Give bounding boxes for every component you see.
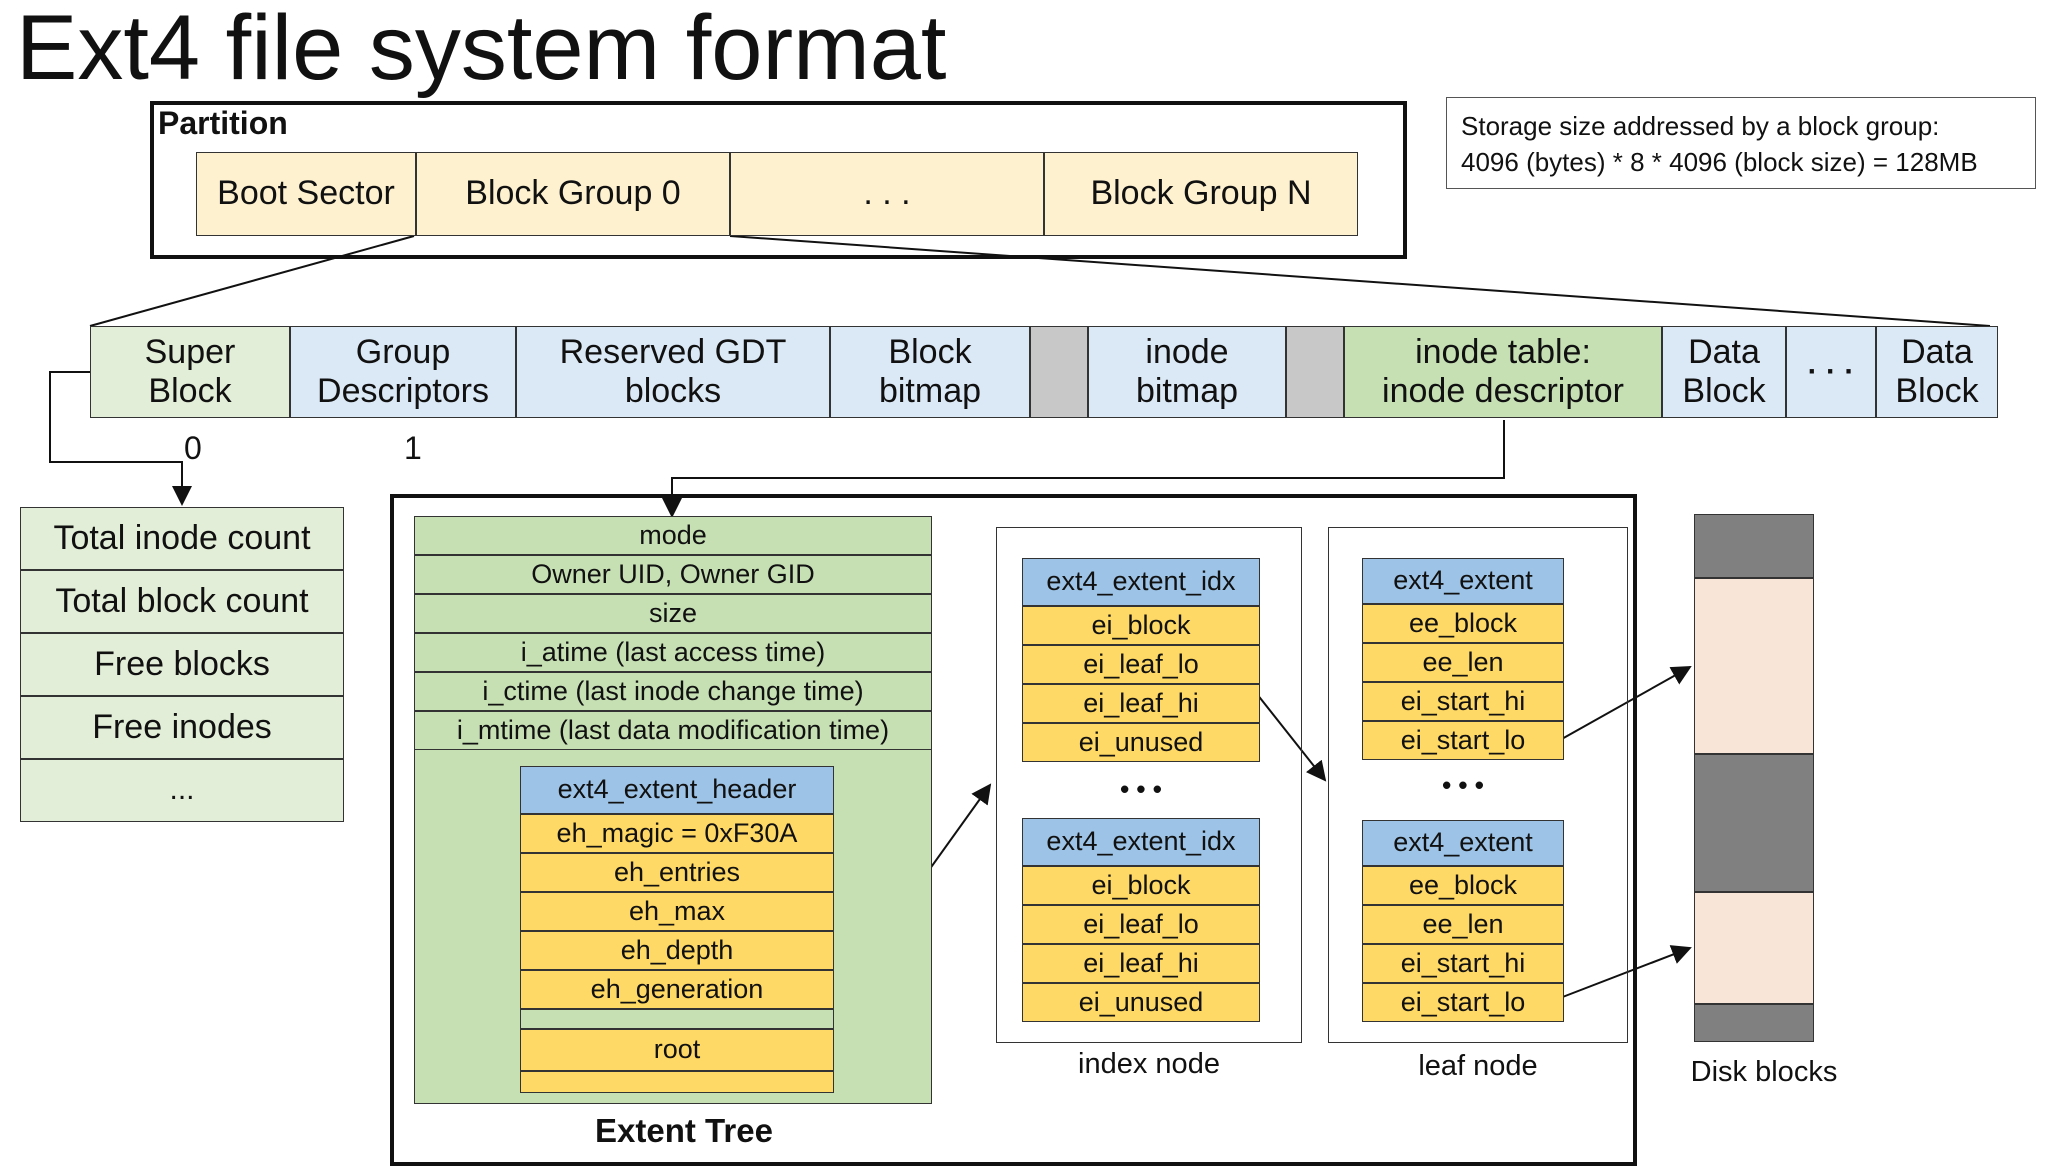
extent-header-field: eh_entries (520, 853, 834, 892)
inode-bitmap: inode bitmap (1088, 326, 1286, 418)
disk-block-extent (1694, 892, 1814, 1004)
leaf-entry-field: ee_len (1362, 905, 1564, 944)
block-index-0: 0 (184, 430, 202, 466)
superblock-field: Total inode count (20, 507, 344, 570)
inode-table-line-2: inode descriptor (1382, 372, 1624, 410)
inode-field: size (414, 594, 932, 633)
data-block-2-line-1: Data (1901, 332, 1973, 371)
block-index-1: 1 (404, 430, 422, 466)
reserved-gdt-blocks: Reserved GDT blocks (516, 326, 830, 418)
data-block-1-line-2: Block (1682, 372, 1766, 410)
index-entry-title: ext4_extent_idx (1022, 818, 1260, 866)
extent-root-tail (520, 1071, 834, 1093)
extent-header-gap (520, 1009, 834, 1029)
leaf-entry-field: ei_start_hi (1362, 682, 1564, 721)
gap-block-2 (1286, 326, 1344, 418)
partition-frame: Partition (150, 101, 1407, 259)
block-bitmap-line-2: bitmap (878, 372, 982, 410)
reserved-gdt-line-2: blocks (624, 372, 722, 410)
index-entry-field: ei_leaf_lo (1022, 905, 1260, 944)
index-entry-title: ext4_extent_idx (1022, 558, 1260, 606)
leaf-to-disk-arrow-1 (1559, 666, 1692, 741)
leaf-entry-field: ee_block (1362, 604, 1564, 643)
superblock-arrow (49, 371, 192, 506)
inode-field: Owner UID, Owner GID (414, 555, 932, 594)
reserved-gdt-line-1: Reserved GDT (559, 332, 787, 371)
block-bitmap-line-1: Block (888, 332, 972, 371)
extent-header-field: eh_max (520, 892, 834, 931)
index-entry-field: ei_unused (1022, 983, 1260, 1022)
index-entry-field: ei_unused (1022, 723, 1260, 762)
super-block-line-2: Block (148, 372, 232, 410)
leaf-node-dots: • • • (1442, 770, 1484, 800)
extent-root: root (520, 1029, 834, 1071)
index-entry-field: ei_leaf_lo (1022, 645, 1260, 684)
inode-field: i_atime (last access time) (414, 633, 932, 672)
disk-block-used (1694, 754, 1814, 892)
index-entry-field: ei_leaf_hi (1022, 944, 1260, 983)
boot-sector: Boot Sector (196, 152, 416, 236)
superblock-field: Total block count (20, 570, 344, 633)
index-entry-field: ei_leaf_hi (1022, 684, 1260, 723)
superblock-field: ... (20, 759, 344, 822)
data-block-2-line-2: Block (1895, 372, 1979, 410)
extent-header-field: eh_generation (520, 970, 834, 1009)
leaf-entry-field: ee_block (1362, 866, 1564, 905)
data-block-2: Data Block (1876, 326, 1998, 418)
inode-field: i_ctime (last inode change time) (414, 672, 932, 711)
extent-header-field: eh_depth (520, 931, 834, 970)
extent-header-title: ext4_extent_header (520, 766, 834, 814)
inode-bitmap-line-2: bitmap (1135, 372, 1239, 410)
block-group-0: Block Group 0 (416, 152, 730, 236)
note-line-2: 4096 (bytes) * 8 * 4096 (block size) = 1… (1461, 147, 1978, 178)
group-descriptors-line-2: Descriptors (317, 372, 489, 410)
index-node-dots: • • • (1120, 774, 1162, 804)
zoom-line-left (89, 235, 415, 327)
disk-blocks-label: Disk blocks (1690, 1056, 1838, 1088)
disk-block-used (1694, 514, 1814, 578)
leaf-entry-field: ei_start_lo (1362, 983, 1564, 1022)
note-line-1: Storage size addressed by a block group: (1461, 111, 1940, 141)
data-block-dots: · · · (1786, 326, 1876, 418)
disk-block-used (1694, 1004, 1814, 1042)
gap-block-1 (1030, 326, 1088, 418)
inode-field: mode (414, 516, 932, 555)
index-node-label: index node (1078, 1048, 1220, 1080)
partition-dots: . . . (730, 152, 1044, 236)
extent-header-field: eh_magic = 0xF30A (520, 814, 834, 853)
index-entry-field: ei_block (1022, 866, 1260, 905)
block-group-n: Block Group N (1044, 152, 1358, 236)
inode-bitmap-line-1: inode (1145, 332, 1229, 371)
super-block: Super Block (90, 326, 290, 418)
block-group-size-note: Storage size addressed by a block group:… (1446, 97, 2036, 189)
leaf-entry-field: ee_len (1362, 643, 1564, 682)
disk-block-extent (1694, 578, 1814, 754)
partition-label: Partition (158, 105, 288, 141)
block-bitmap: Block bitmap (830, 326, 1030, 418)
data-block-1-line-1: Data (1688, 332, 1760, 371)
data-block-1: Data Block (1662, 326, 1786, 418)
inode-table: inode table: inode descriptor (1344, 326, 1662, 418)
zoom-line-right (729, 235, 1991, 327)
superblock-field: Free blocks (20, 633, 344, 696)
leaf-node-label: leaf node (1418, 1050, 1538, 1082)
leaf-entry-title: ext4_extent (1362, 820, 1564, 866)
page-title: Ext4 file system format (16, 0, 947, 99)
leaf-entry-title: ext4_extent (1362, 558, 1564, 604)
group-descriptors: Group Descriptors (290, 326, 516, 418)
inode-field: i_mtime (last data modification time) (414, 711, 932, 750)
extent-tree-label: Extent Tree (595, 1112, 773, 1149)
super-block-line-1: Super (144, 332, 236, 371)
group-descriptors-line-1: Group (355, 332, 451, 371)
leaf-node-frame (1328, 527, 1628, 1043)
leaf-to-disk-arrow-2 (1559, 945, 1692, 999)
index-node-frame (996, 527, 1302, 1043)
inode-table-line-1: inode table: (1415, 332, 1591, 371)
leaf-entry-field: ei_start_lo (1362, 721, 1564, 760)
leaf-entry-field: ei_start_hi (1362, 944, 1564, 983)
index-entry-field: ei_block (1022, 606, 1260, 645)
superblock-field: Free inodes (20, 696, 344, 759)
